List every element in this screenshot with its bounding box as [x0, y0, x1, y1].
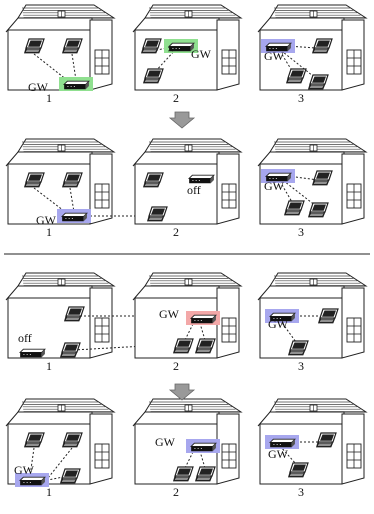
network-link [33, 187, 69, 215]
house: GW 3 [257, 398, 368, 499]
house-number: 1 [46, 359, 52, 373]
house: GW 3 [257, 272, 368, 373]
house: GW 2 [132, 398, 243, 499]
house: GW 3 [257, 138, 368, 239]
off-label: off [18, 331, 32, 345]
roof [144, 272, 243, 287]
router-icon [63, 80, 90, 90]
router-icon [19, 348, 46, 358]
house-number: 1 [46, 91, 52, 105]
router-icon [19, 476, 46, 486]
house: GW 2 [132, 272, 243, 373]
gateway-label: GW [159, 307, 180, 321]
down-arrow-icon [168, 383, 196, 401]
router-icon [190, 314, 217, 324]
roof [17, 4, 116, 19]
gateway-label: GW [268, 447, 289, 461]
house: GW1 [5, 4, 116, 105]
house: off 2 [132, 138, 243, 239]
house-number: 3 [298, 359, 304, 373]
house-number: 2 [173, 91, 179, 105]
down-arrow-icon [168, 111, 196, 129]
x-mark-icon: × [167, 42, 174, 56]
network-link [279, 319, 297, 343]
roof [269, 4, 368, 19]
front-wall [134, 163, 218, 225]
house: off 1 [5, 272, 181, 373]
roof [269, 138, 368, 153]
house-number: 2 [173, 359, 179, 373]
roof [17, 272, 116, 287]
roof [144, 138, 243, 153]
gateway-label: GW [191, 47, 212, 61]
router-icon [61, 212, 88, 222]
network-link [69, 187, 75, 213]
gateway-label: GW [264, 49, 285, 63]
house-number: 2 [173, 485, 179, 499]
roof [269, 398, 368, 413]
gateway-label: GW [14, 463, 35, 477]
gateway-label: GW [155, 435, 176, 449]
gateway-label: GW [36, 213, 57, 227]
network-link [47, 447, 73, 479]
roof [17, 398, 116, 413]
roof [17, 138, 116, 153]
gateway-label: GW [268, 317, 289, 331]
network-link [277, 47, 319, 81]
network-link [71, 53, 77, 81]
off-label: off [187, 183, 201, 197]
roof [144, 4, 243, 19]
roof [144, 398, 243, 413]
house-number: 1 [46, 485, 52, 499]
house-number: 2 [173, 225, 179, 239]
house-number: 3 [298, 91, 304, 105]
network-link [47, 475, 69, 481]
gateway-label: GW [28, 80, 49, 94]
house: GW 3 [257, 4, 368, 105]
house: GW × 2 [132, 4, 243, 105]
network-link [29, 447, 35, 477]
roof [269, 272, 368, 287]
house-number: 3 [298, 485, 304, 499]
house: GW1 [5, 138, 146, 239]
house: GW 1 [5, 398, 116, 499]
house-number: 1 [46, 225, 52, 239]
router-icon [190, 442, 217, 452]
gateway-label: GW [264, 179, 285, 193]
house-number: 3 [298, 225, 304, 239]
